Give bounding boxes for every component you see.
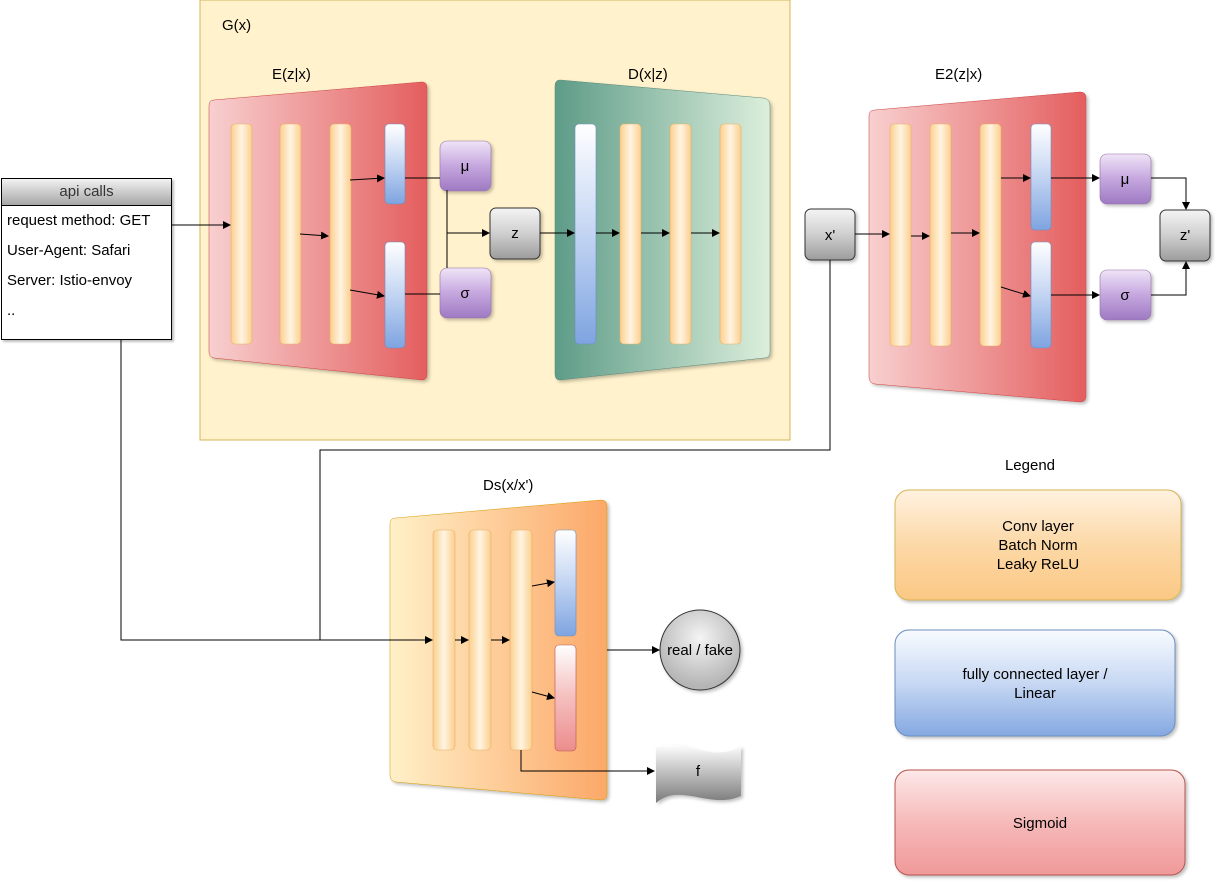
real-fake-node (659, 609, 741, 691)
discriminator-conv-layer (432, 529, 456, 751)
api-calls-row: request method: GET (7, 212, 151, 229)
encoder-trapezoid (208, 81, 428, 381)
legend-sigmoid-swatch (894, 769, 1186, 876)
encoder-conv-layer (279, 123, 302, 345)
api-calls-row: .. (7, 302, 16, 319)
encoder2-linear-mu (1030, 123, 1052, 231)
mu2-node (1099, 153, 1152, 205)
encoder-conv-layer (230, 123, 253, 345)
api-calls-title: api calls (2, 179, 171, 206)
decoder-linear-layer (574, 123, 597, 345)
decoder-conv-layer (719, 123, 742, 345)
encoder2-conv-layer (979, 123, 1002, 347)
discriminator-sigmoid-layer (554, 644, 577, 752)
discriminator-conv-layer (509, 529, 533, 751)
legend-sigmoid-line: Sigmoid (1013, 815, 1067, 832)
connector-lines (120, 174, 1190, 775)
encoder2-conv-layer (929, 123, 952, 347)
encoder2-conv-layer (889, 123, 912, 347)
mu2-node-label: μ (1121, 171, 1130, 188)
legend-conv-swatch (894, 489, 1182, 601)
encoder2-linear-sigma (1030, 241, 1052, 349)
encoder-label: E(z|x) (272, 66, 311, 83)
api-calls-table: api calls request method: GET User-Agent… (1, 178, 172, 340)
real-fake-node-label: real / fake (667, 642, 733, 659)
api-calls-row: Server: Istio-envoy (7, 272, 133, 289)
decoder-label: D(x|z) (628, 66, 668, 83)
mu-node (439, 140, 492, 192)
legend-conv-line: Batch Norm (998, 537, 1077, 554)
z-node-label: z (511, 225, 519, 242)
generator-label: G(x) (222, 17, 251, 34)
z-prime-node-label: z' (1180, 227, 1191, 244)
legend-linear-line: fully connected layer / (962, 666, 1108, 683)
mu-node-label: μ (461, 158, 470, 175)
discriminator-linear-layer (554, 529, 577, 637)
api-calls-row: User-Agent: Safari (7, 242, 131, 259)
f-node (656, 744, 741, 803)
encoder-linear-sigma (384, 241, 406, 349)
legend-conv-line: Conv layer (1002, 518, 1074, 535)
sigma-node-label: σ (460, 285, 470, 302)
encoder-linear-mu (384, 123, 406, 205)
encoder-conv-layer (329, 123, 352, 345)
encoder2-label: E2(z|x) (935, 66, 982, 83)
legend-conv-line: Leaky ReLU (997, 556, 1080, 573)
x-prime-node-label: x' (825, 227, 836, 244)
sigma-node (439, 267, 492, 319)
legend-linear-swatch (894, 629, 1176, 737)
legend-linear-line: Linear (1014, 685, 1056, 702)
sigma2-node-label: σ (1120, 287, 1130, 304)
discriminator-conv-layer (468, 529, 492, 751)
f-node-label: f (696, 763, 701, 780)
discriminator-label: Ds(x/x') (483, 477, 533, 494)
legend-title: Legend (1005, 457, 1055, 474)
decoder-conv-layer (619, 123, 642, 345)
decoder-conv-layer (669, 123, 692, 345)
